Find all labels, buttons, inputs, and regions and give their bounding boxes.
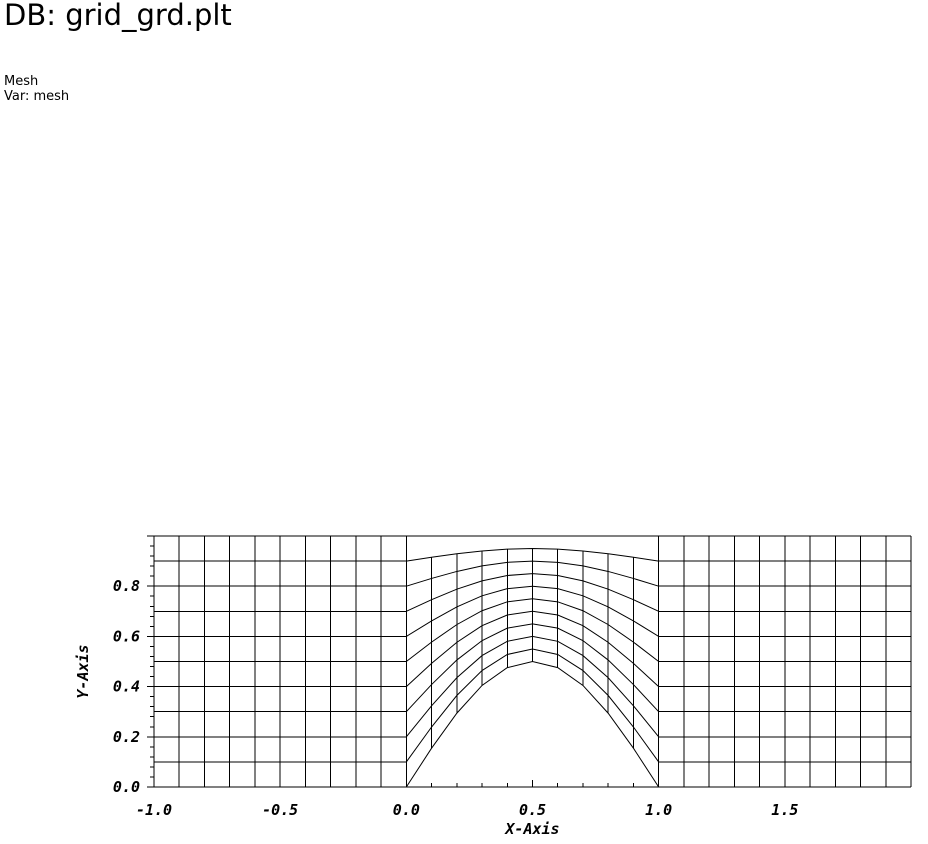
x-tick-labels: -1.0 -0.5 0.0 0.5 1.0 1.5 xyxy=(136,801,798,819)
y-tick-label: 0.4 xyxy=(113,678,140,696)
x-tick-label: 1.5 xyxy=(771,801,798,819)
plot-name-label: Mesh xyxy=(4,74,39,89)
x-tick-label: 0.0 xyxy=(393,801,420,819)
mesh-curve xyxy=(405,648,660,763)
database-title: DB: grid_grd.plt xyxy=(4,0,232,32)
x-tick-label: 0.5 xyxy=(519,801,546,819)
mesh-curve xyxy=(405,660,660,788)
y-tick-label: 0.0 xyxy=(113,778,140,796)
mesh-curve xyxy=(405,623,660,713)
mesh-curve xyxy=(406,585,659,637)
x-tick-label: 1.0 xyxy=(645,801,672,819)
mesh-curve xyxy=(406,548,659,562)
y-tick-label: 0.8 xyxy=(113,577,140,595)
y-tick-labels: 0.0 0.2 0.4 0.6 0.8 xyxy=(113,577,140,796)
mesh-curve xyxy=(405,635,660,738)
y-tick-label: 0.6 xyxy=(113,627,140,645)
x-tick-label: -0.5 xyxy=(262,801,298,819)
mesh-curve xyxy=(406,560,659,587)
x-tick-label: -1.0 xyxy=(136,801,172,819)
mesh-lines xyxy=(153,535,912,788)
plot-variable-label: Var: mesh xyxy=(4,89,70,104)
mesh-curve xyxy=(406,573,659,612)
y-axis-label: Y-Axis xyxy=(74,644,92,698)
mesh-curve xyxy=(406,598,659,662)
x-axis-label: X-Axis xyxy=(503,820,559,838)
axes xyxy=(147,535,912,788)
mesh-curve xyxy=(405,610,660,687)
y-tick-label: 0.2 xyxy=(113,728,140,746)
